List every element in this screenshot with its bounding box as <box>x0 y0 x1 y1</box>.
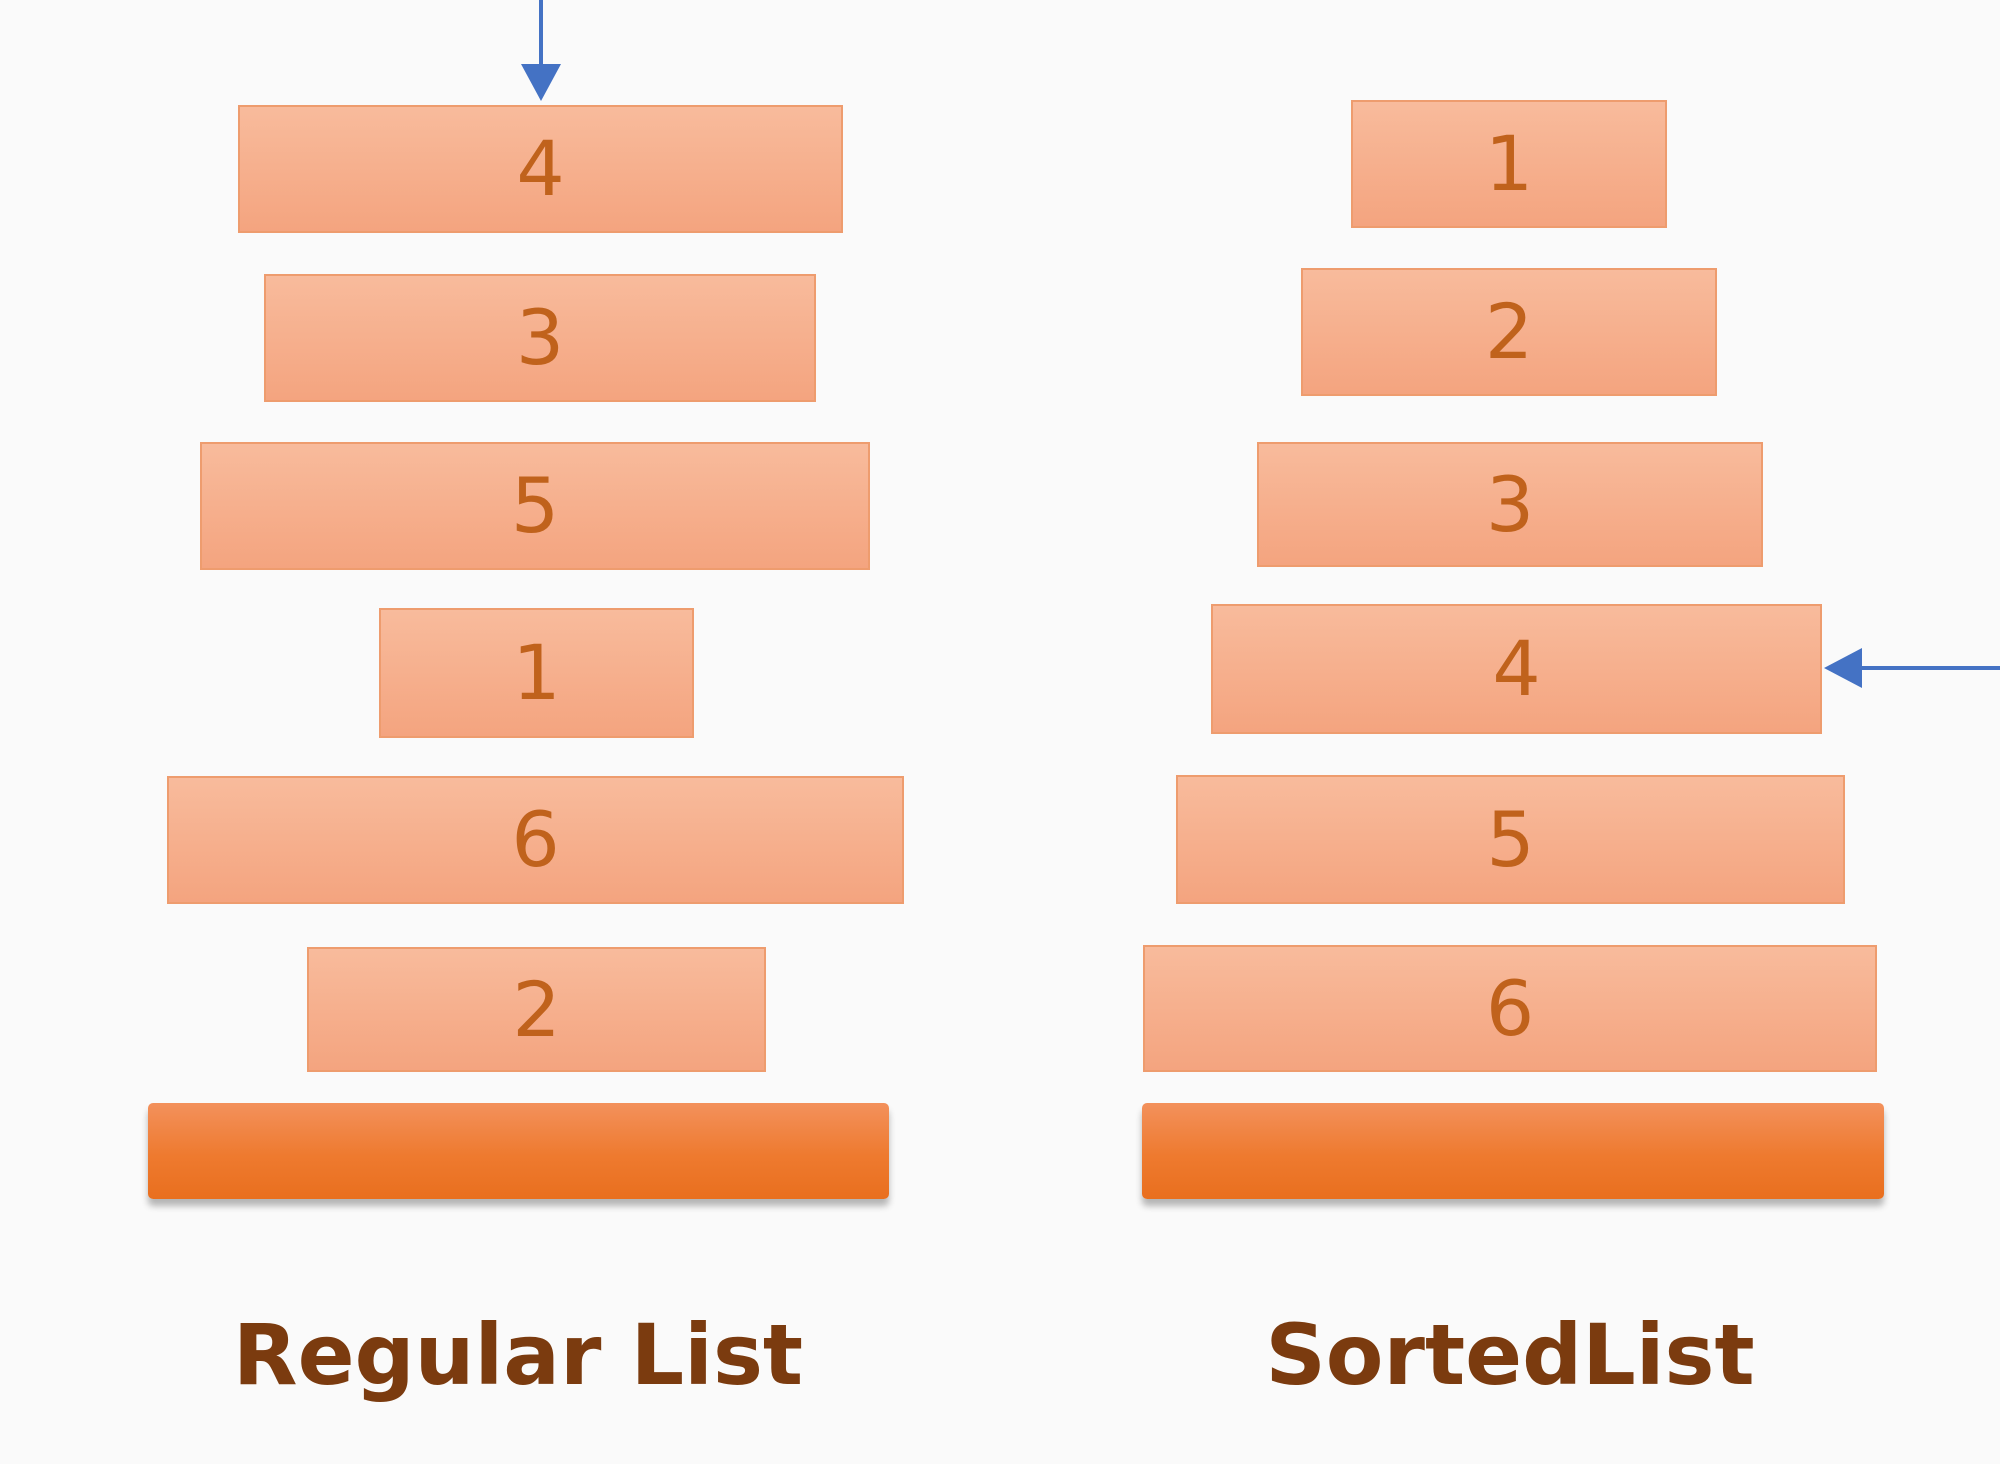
regular-list-item: 5 <box>200 442 870 570</box>
regular-list-base <box>148 1103 889 1199</box>
item-value: 3 <box>515 293 565 382</box>
regular-list-item: 6 <box>167 776 904 904</box>
item-value: 6 <box>1485 963 1535 1053</box>
sorted-list-item: 2 <box>1301 268 1717 396</box>
item-value: 6 <box>511 795 560 884</box>
sorted-list-item: 5 <box>1176 775 1845 904</box>
item-value: 5 <box>510 461 560 550</box>
sorted-list-item: 4 <box>1211 604 1822 734</box>
sorted-list-item: 3 <box>1257 442 1763 567</box>
sorted-list-label: SortedList <box>1265 1306 1755 1404</box>
regular-list-item: 1 <box>379 608 694 738</box>
sorted-list-base <box>1142 1103 1884 1199</box>
item-value: 4 <box>516 124 565 213</box>
arrow-head <box>521 64 561 101</box>
item-value: 2 <box>512 964 561 1054</box>
item-value: 1 <box>512 628 561 717</box>
item-value: 3 <box>1485 459 1535 549</box>
regular-list-item: 3 <box>264 274 816 402</box>
insert-arrow-regular <box>521 0 561 101</box>
item-value: 1 <box>1484 119 1534 208</box>
insert-arrow-sorted <box>1824 648 2000 688</box>
regular-list-label: Regular List <box>232 1306 804 1404</box>
sorted-list-item: 1 <box>1351 100 1667 228</box>
arrow-head <box>1824 648 1862 688</box>
item-value: 4 <box>1492 624 1541 713</box>
regular-list-item: 2 <box>307 947 766 1072</box>
sorted-list-item: 6 <box>1143 945 1877 1072</box>
item-value: 2 <box>1484 287 1534 376</box>
regular-list-item: 4 <box>238 105 843 233</box>
item-value: 5 <box>1486 794 1535 884</box>
